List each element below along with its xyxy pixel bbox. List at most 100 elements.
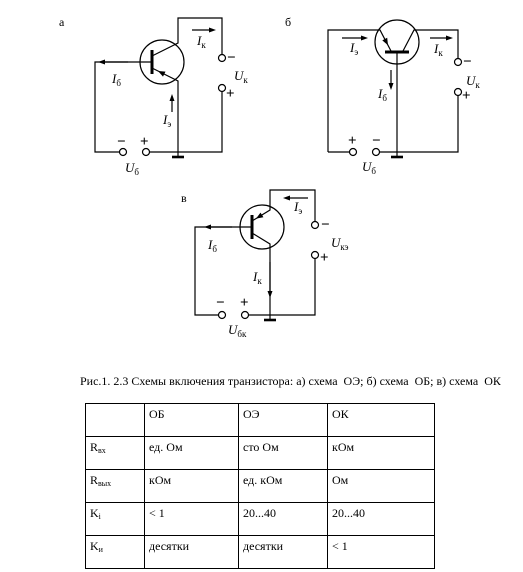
voltage-symbol: U [331, 235, 342, 250]
current-subscript: к [438, 48, 443, 58]
voltage-subscript: к [243, 75, 248, 85]
voltage-label-output: Uк [466, 73, 480, 90]
current-subscript: э [298, 206, 302, 216]
param-cell: Rвх [85, 436, 145, 470]
emitter-arrowhead [158, 71, 166, 77]
voltage-symbol: U [234, 68, 245, 83]
current-label-base: Iб [207, 237, 217, 254]
current-arrow-collector [267, 262, 273, 298]
param-symbol: K [90, 539, 99, 553]
voltage-label-input: Uб [125, 160, 139, 177]
emitter-wire [251, 189, 316, 222]
terminal [453, 57, 463, 67]
table-cell: 20...40 [327, 502, 435, 536]
terminal [217, 83, 227, 93]
table-cell: ед. кОм [238, 469, 328, 503]
current-symbol: I [349, 40, 355, 55]
table-cell: десятки [144, 535, 239, 569]
collector-wire [402, 29, 459, 59]
polarity-minus: − [117, 134, 126, 150]
table-cell: кОм [327, 436, 435, 470]
table-cell: Ом [327, 469, 435, 503]
current-label-collector: Iк [196, 33, 206, 50]
voltage-label-output: Uкэ [331, 235, 349, 252]
current-arrow-base [98, 59, 128, 65]
table-row: Ki < 1 20...40 20...40 [85, 502, 435, 536]
voltage-subscript: б [371, 166, 376, 176]
diagram-label: в [181, 191, 187, 205]
param-subscript: вых [98, 479, 112, 488]
table-cell: десятки [238, 535, 328, 569]
polarity-plus: + [320, 250, 329, 266]
current-symbol: I [207, 237, 213, 252]
diagram-label: а [59, 15, 65, 29]
current-label-base: Iб [377, 86, 387, 103]
polarity-minus: − [227, 50, 236, 66]
terminal [453, 87, 463, 97]
current-symbol: I [377, 86, 383, 101]
collector-wire [151, 17, 223, 57]
voltage-symbol: U [125, 160, 136, 175]
terminal [240, 310, 250, 320]
current-symbol: I [162, 112, 168, 127]
current-arrow-emitter [169, 94, 175, 112]
voltage-subscript: кэ [340, 242, 348, 252]
voltage-subscript: бк [237, 329, 247, 339]
polarity-plus: + [240, 295, 249, 311]
table-header-cell: ОЭ [238, 403, 328, 437]
parameters-table: ОБ ОЭ ОК Rвх ед. Ом сто Ом кОм Rвых кОм … [85, 403, 435, 569]
polarity-minus: − [372, 133, 381, 149]
terminal [141, 147, 151, 157]
table-row: Kи десятки десятки < 1 [85, 535, 435, 569]
table-cell: кОм [144, 469, 239, 503]
table-row: Rвх ед. Ом сто Ом кОм [85, 436, 435, 470]
table-cell: < 1 [144, 502, 239, 536]
current-label-emitter: Iэ [162, 112, 171, 129]
voltage-subscript: к [475, 80, 480, 90]
terminal [217, 53, 227, 63]
table-header-cell: ОБ [144, 403, 239, 437]
voltage-symbol: U [466, 73, 477, 88]
voltage-symbol: U [228, 322, 239, 337]
terminal [310, 250, 320, 260]
current-arrow-emitter [283, 195, 308, 201]
diagram-v-common-collector: в Iэ Iб Iк − + Uкэ [181, 189, 349, 339]
polarity-plus: + [348, 133, 357, 149]
current-symbol: I [293, 199, 299, 214]
current-subscript: э [167, 119, 171, 129]
current-subscript: к [257, 276, 262, 286]
current-subscript: б [212, 244, 217, 254]
diagram-b-common-base: б Iэ Iк Iб − + [285, 15, 480, 176]
polarity-plus: + [226, 86, 235, 102]
current-label-emitter: Iэ [349, 40, 358, 57]
current-subscript: к [201, 40, 206, 50]
current-subscript: э [354, 47, 358, 57]
figure-caption: Рис.1. 2.3 Схемы включения транзистора: … [80, 374, 501, 388]
terminal [118, 147, 128, 157]
param-symbol: K [90, 506, 99, 520]
current-symbol: I [196, 33, 202, 48]
voltage-subscript: б [134, 167, 139, 177]
polarity-minus: − [463, 54, 472, 70]
param-cell: Rвых [85, 469, 145, 503]
ground-symbol [391, 152, 403, 159]
ground-symbol [264, 315, 276, 322]
table-cell: ед. Ом [144, 436, 239, 470]
param-symbol: R [90, 440, 99, 454]
return-wire [379, 95, 459, 153]
param-symbol: R [90, 473, 99, 487]
current-label-collector: Iк [433, 41, 443, 58]
current-arrow-emitter [342, 35, 368, 41]
return-wire [248, 258, 316, 316]
current-label-base: Iб [111, 71, 121, 88]
return-wire [149, 91, 223, 153]
voltage-label-output: Uк [234, 68, 248, 85]
terminal [348, 147, 358, 157]
param-subscript: и [98, 545, 103, 554]
param-cell: Ki [85, 502, 145, 536]
current-symbol: I [111, 71, 117, 86]
emitter-arrowhead [382, 37, 388, 46]
current-subscript: б [382, 93, 387, 103]
table-header-row: ОБ ОЭ ОК [85, 403, 435, 437]
polarity-minus: − [216, 295, 225, 311]
